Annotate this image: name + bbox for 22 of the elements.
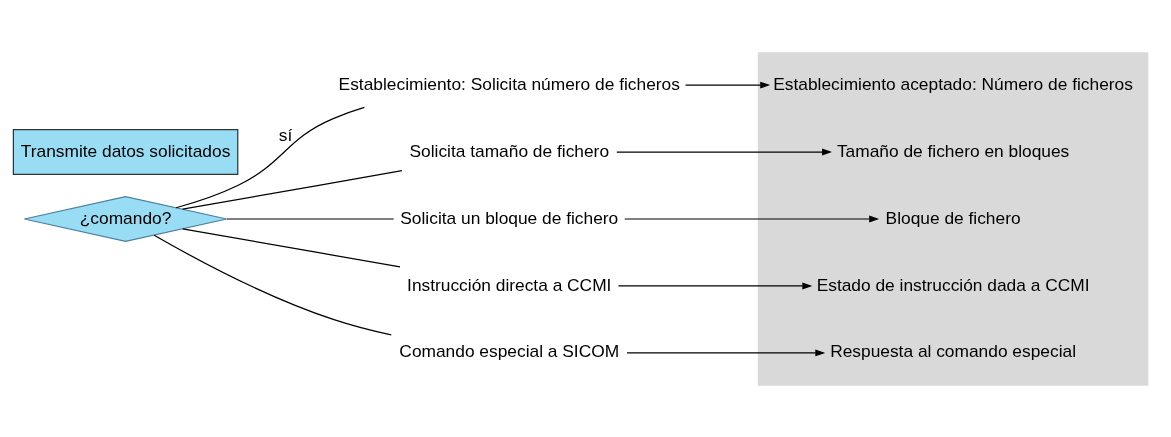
edge-label: sí xyxy=(278,124,293,145)
node-text: Solicita tamaño de fichero xyxy=(409,140,610,161)
node-text: Estado de instrucción dada a CCMI xyxy=(816,274,1090,295)
connector xyxy=(153,234,392,336)
node-text: Instrucción directa a CCMI xyxy=(407,274,612,295)
node-text: Solicita un bloque de fichero xyxy=(400,207,619,228)
arrow xyxy=(684,81,771,89)
node-box: Transmite datos solicitados xyxy=(12,128,239,175)
node-text: Respuesta al comando especial xyxy=(830,340,1077,361)
arrow xyxy=(616,148,832,156)
node-text: Tamaño de fichero en bloques xyxy=(836,140,1070,161)
connector xyxy=(182,169,403,210)
connector xyxy=(175,106,365,208)
arrow xyxy=(626,348,826,356)
node-text: Establecimiento aceptado: Número de ficheros xyxy=(773,73,1133,94)
node-text: Establecimiento: Solicita número de ficheros xyxy=(338,73,680,94)
node-text: Bloque de fichero xyxy=(885,207,1021,228)
arrow xyxy=(624,215,880,222)
node-diamond: ¿comando? xyxy=(23,195,228,242)
node-text: Comando especial a SICOM xyxy=(399,340,620,361)
connector xyxy=(182,227,401,268)
arrow xyxy=(617,281,813,289)
